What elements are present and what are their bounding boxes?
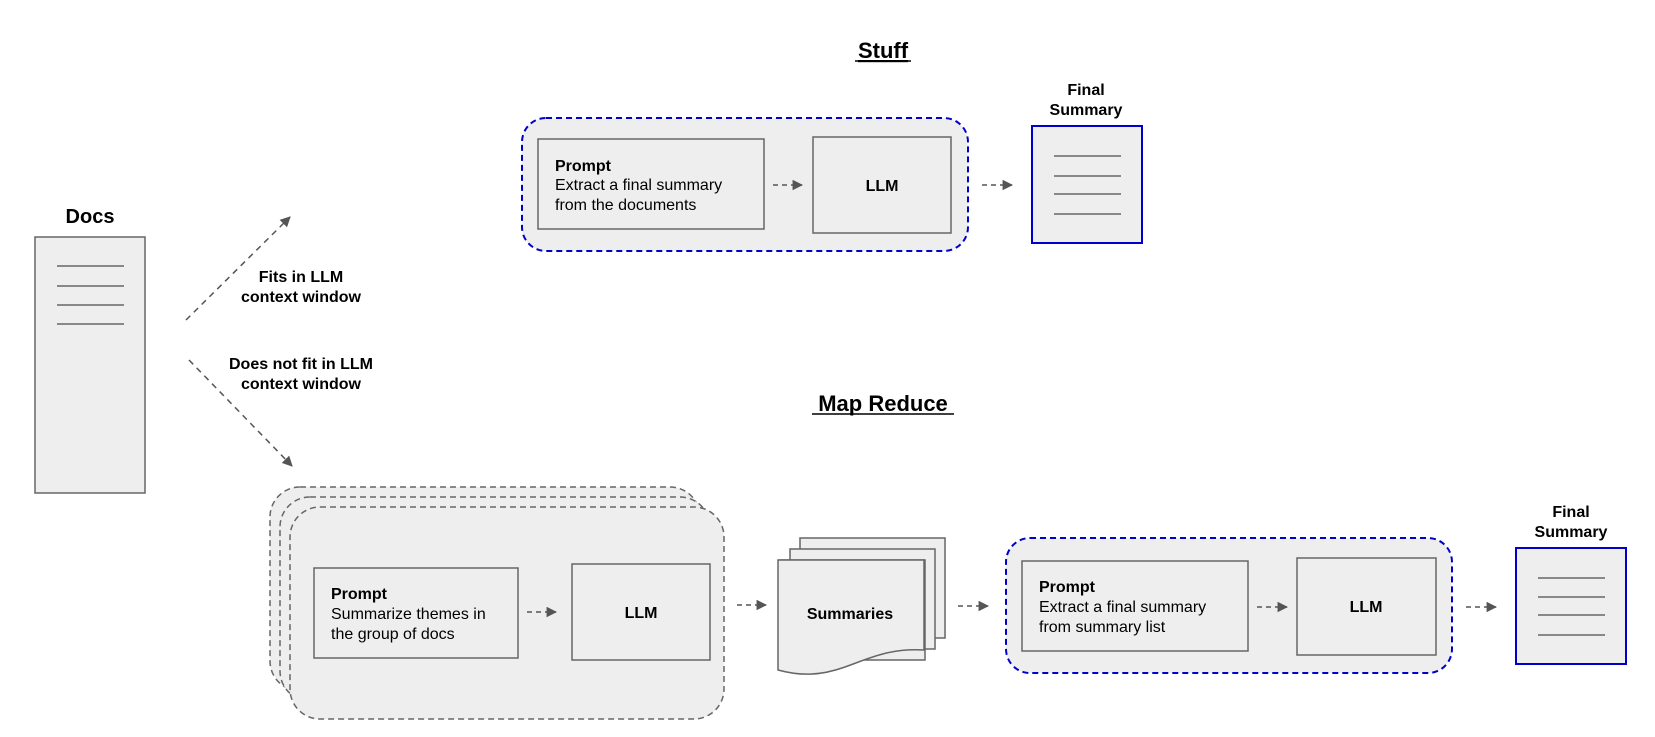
docs-group: Docs bbox=[34, 206, 146, 494]
summaries-label: Summaries bbox=[807, 606, 893, 623]
stuff-final-label-line1: Final bbox=[1067, 82, 1104, 99]
not-fits-label-line2: context window bbox=[241, 376, 362, 393]
stuff-prompt-box bbox=[537, 138, 765, 230]
map-llm-label: LLM bbox=[625, 605, 658, 622]
map-reduce-final-text-lines-icon bbox=[1538, 577, 1605, 636]
map-prompt-line2: the group of docs bbox=[331, 626, 455, 643]
map-reduce-final-label-line1: Final bbox=[1552, 504, 1589, 521]
fits-label-line2: context window bbox=[241, 289, 362, 306]
stuff-final-label-line2: Summary bbox=[1050, 102, 1123, 119]
map-prompt-line1: Summarize themes in bbox=[331, 606, 486, 623]
reduce-prompt-heading: Prompt bbox=[1039, 579, 1096, 596]
stuff-prompt-line2: from the documents bbox=[555, 197, 696, 214]
map-reduce-title: Map Reduce bbox=[818, 391, 948, 416]
stuff-final-summary-page bbox=[1031, 125, 1143, 244]
stuff-prompt-line1: Extract a final summary bbox=[555, 177, 722, 194]
docs-title: Docs bbox=[66, 206, 115, 228]
stuff-llm-box bbox=[812, 136, 952, 234]
map-prompt-box bbox=[313, 567, 519, 659]
reduce-llm-label: LLM bbox=[1350, 599, 1383, 616]
docs-text-lines-icon bbox=[57, 265, 124, 325]
summaries-stack-icon bbox=[777, 537, 946, 675]
reduce-llm-box bbox=[1296, 557, 1437, 656]
map-reduce-section: Map Reduce Prompt Summarize themes in th… bbox=[269, 391, 1627, 720]
stuff-section: Stuff Prompt Extract a final summary fro… bbox=[521, 38, 1143, 252]
reduce-prompt-line2: from summary list bbox=[1039, 619, 1166, 636]
reduce-prompt-line1: Extract a final summary bbox=[1039, 599, 1206, 616]
stuff-title: Stuff bbox=[858, 38, 909, 63]
fits-label-line1: Fits in LLM bbox=[259, 269, 343, 286]
fits-arrow bbox=[185, 216, 291, 321]
not-fits-arrow bbox=[188, 359, 293, 467]
map-llm-box bbox=[571, 563, 711, 661]
stuff-prompt-heading: Prompt bbox=[555, 158, 612, 175]
map-reduce-final-summary-page bbox=[1515, 547, 1627, 665]
not-fits-label-line1: Does not fit in LLM bbox=[229, 356, 373, 373]
reduce-prompt-box bbox=[1021, 560, 1249, 652]
stuff-final-text-lines-icon bbox=[1054, 155, 1121, 215]
map-reduce-final-label-line2: Summary bbox=[1535, 524, 1608, 541]
docs-page bbox=[34, 236, 146, 494]
stuff-llm-label: LLM bbox=[866, 178, 899, 195]
map-prompt-heading: Prompt bbox=[331, 586, 388, 603]
